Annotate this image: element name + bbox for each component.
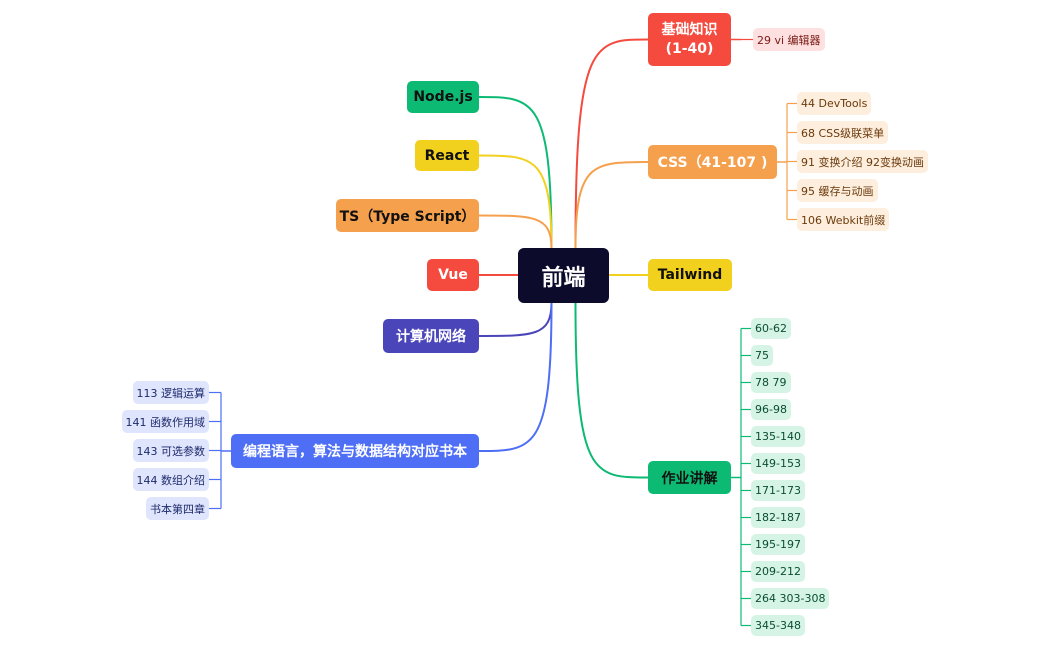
lang-child-item[interactable]: 144 数组介绍 [132, 468, 209, 491]
connector-basics [574, 38, 649, 249]
homework-child-item[interactable]: 60-62 [751, 318, 791, 339]
css-child-item[interactable]: 44 DevTools [797, 92, 872, 115]
css-child-item[interactable]: 95 缓存与动画 [797, 179, 878, 202]
homework-child-item[interactable]: 171-173 [751, 480, 805, 501]
css-child-item[interactable]: 68 CSS级联菜单 [797, 121, 889, 144]
homework-child-item[interactable]: 75 [751, 345, 773, 366]
connector-react [478, 154, 553, 249]
branch-vue[interactable]: Vue [427, 259, 479, 291]
homework-child-item[interactable]: 135-140 [751, 426, 805, 447]
homework-child-item[interactable]: 78 79 [751, 372, 791, 393]
branch-tailwind[interactable]: Tailwind [648, 259, 732, 291]
css-child-item[interactable]: 106 Webkit前缀 [797, 208, 890, 231]
branch-css[interactable]: CSS（41-107 ) [648, 145, 777, 179]
basics-child-item[interactable]: 29 vi 编辑器 [753, 28, 825, 51]
connector-css [574, 161, 649, 249]
lang-child-item[interactable]: 113 逻辑运算 [132, 381, 209, 404]
branch-network[interactable]: 计算机网络 [383, 319, 479, 353]
connector-network [478, 302, 553, 337]
homework-child-item[interactable]: 149-153 [751, 453, 805, 474]
homework-child-item[interactable]: 345-348 [751, 615, 805, 636]
lang-child-item[interactable]: 143 可选参数 [132, 439, 209, 462]
lang-child-item[interactable]: 书本第四章 [146, 497, 209, 520]
lang-child-item[interactable]: 141 函数作用域 [121, 410, 209, 433]
connector-lang [478, 302, 553, 452]
connector-nodejs [478, 96, 553, 249]
css-child-item[interactable]: 91 变换介绍 92变换动画 [797, 150, 928, 173]
branch-homework[interactable]: 作业讲解 [648, 461, 731, 494]
homework-child-item[interactable]: 264 303-308 [751, 588, 830, 609]
branch-ts[interactable]: TS（Type Script） [336, 199, 479, 232]
branch-basics[interactable]: 基础知识 (1-40) [648, 13, 731, 66]
root-node[interactable]: 前端 [518, 248, 609, 303]
mindmap-connectors [209, 38, 797, 627]
branch-nodejs[interactable]: Node.js [407, 81, 479, 113]
homework-child-item[interactable]: 195-197 [751, 534, 805, 555]
connector-homework [574, 302, 649, 479]
branch-react[interactable]: React [415, 140, 479, 171]
homework-child-item[interactable]: 182-187 [751, 507, 805, 528]
homework-child-item[interactable]: 96-98 [751, 399, 791, 420]
homework-child-item[interactable]: 209-212 [751, 561, 805, 582]
connector-ts [478, 214, 553, 249]
branch-lang[interactable]: 编程语言，算法与数据结构对应书本 [231, 434, 479, 468]
